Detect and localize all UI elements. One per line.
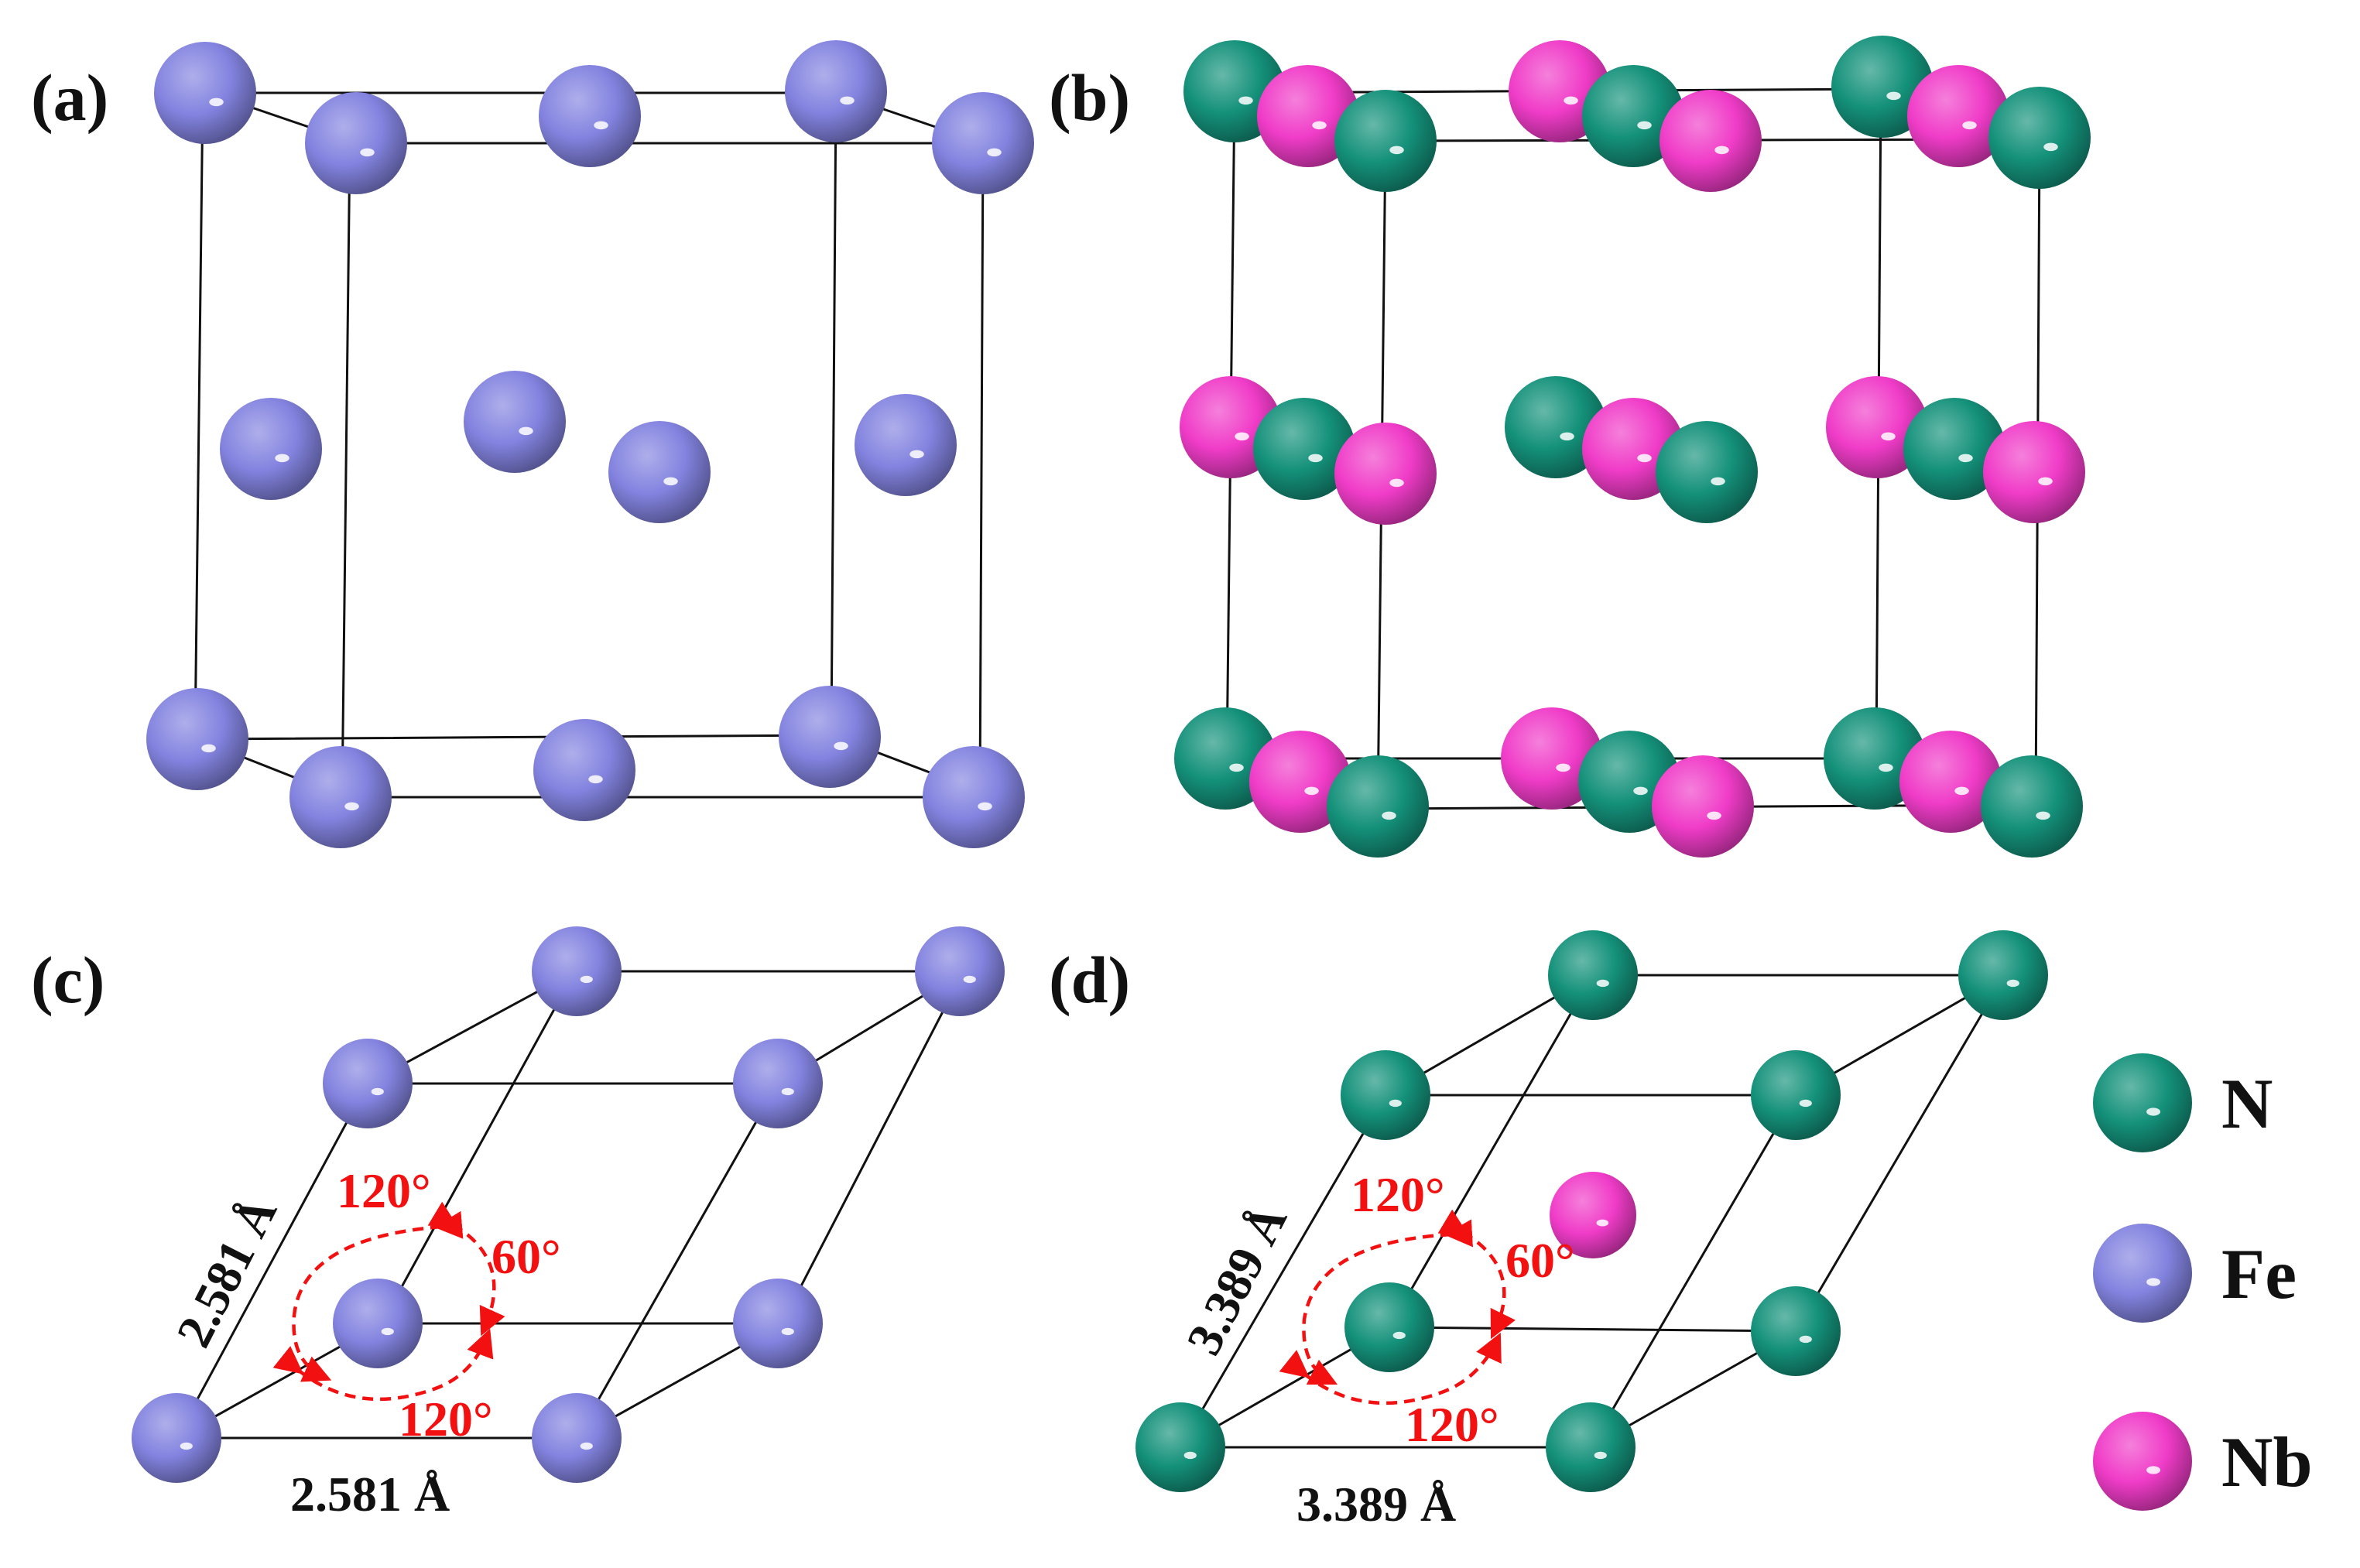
n-atom-b — [1656, 421, 1758, 523]
fe-atom-a — [785, 40, 887, 142]
fe-atom-a — [855, 394, 957, 496]
n-atom-d — [1341, 1050, 1430, 1140]
nb-atom-b — [1501, 707, 1603, 810]
panel-label-a: (a) — [31, 60, 108, 135]
nb-atom-b — [1652, 755, 1754, 858]
n-atom-b — [1981, 755, 2083, 858]
n-atom-d — [1958, 930, 2048, 1020]
nb-atom-b — [1907, 65, 2009, 167]
fe-atom-c — [532, 926, 622, 1016]
n-atom-d — [1751, 1050, 1841, 1140]
nb-atom-b — [1249, 731, 1351, 833]
angle-label-bottom-d: 120° — [1405, 1397, 1499, 1452]
nb-atom-b — [1899, 731, 2002, 833]
n-atom-b — [1582, 65, 1684, 167]
fe-atom-a — [533, 719, 635, 821]
angle-label-bottom-c: 120° — [399, 1392, 493, 1446]
nb-atom-b — [1660, 90, 1762, 192]
n-atom-b — [1988, 87, 2091, 189]
fe-atom-a — [923, 746, 1025, 848]
n-atom-b — [1334, 90, 1437, 192]
fe-atom-a — [146, 688, 248, 790]
dimension-label-bottom-d: 3.389 Å — [1296, 1477, 1456, 1532]
n-atom-d — [1546, 1402, 1636, 1492]
angle-label-top-d: 120° — [1351, 1167, 1445, 1222]
nb-atom-b — [1826, 376, 1928, 478]
fe-atom-a — [289, 746, 392, 848]
legend-label-nb: Nb — [2221, 1422, 2313, 1501]
panel-label-d: (d) — [1049, 943, 1130, 1017]
panel-label-b: (b) — [1049, 60, 1130, 135]
fe-atom-c — [733, 1279, 823, 1368]
angle-label-top-c: 120° — [337, 1163, 431, 1218]
angle-arc-120-top-d — [1302, 1219, 1473, 1385]
fe-atom-a — [464, 371, 566, 473]
angle-arc-120-bottom-c — [272, 1328, 494, 1402]
fe-atom-a — [154, 42, 256, 144]
atoms-layer — [132, 36, 2091, 1492]
dimension-label-side-c: 2.581 Å — [166, 1188, 287, 1355]
nb-atom-b — [1257, 65, 1359, 167]
legend-swatch-fe — [2093, 1224, 2192, 1323]
n-atom-b — [1903, 398, 2005, 500]
fe-atom-c — [915, 926, 1005, 1016]
n-atom-b — [1505, 376, 1607, 478]
fe-atom-c — [532, 1393, 622, 1483]
angle-label-right-d: 60° — [1505, 1233, 1575, 1288]
n-atom-d — [1135, 1402, 1225, 1492]
legend-label-fe: Fe — [2221, 1234, 2297, 1313]
n-atom-d — [1344, 1282, 1434, 1372]
fe-atom-c — [132, 1393, 221, 1483]
n-atom-b — [1327, 755, 1429, 858]
n-atom-d — [1548, 930, 1638, 1020]
panel-label-c: (c) — [31, 943, 104, 1017]
n-atom-d — [1751, 1286, 1841, 1376]
rhombohedral-cell-edges-c — [175, 970, 968, 1440]
fe-atom-a — [608, 421, 711, 523]
legend-swatch-n — [2093, 1053, 2192, 1152]
nb-atom-d — [1550, 1172, 1636, 1258]
angle-arc-60-c — [427, 1201, 505, 1337]
dimension-label-bottom-c: 2.581 Å — [290, 1467, 450, 1522]
legend-swatch-nb — [2093, 1412, 2192, 1511]
legend-label-n: N — [2221, 1064, 2273, 1143]
nb-atom-b — [1334, 423, 1437, 525]
angle-label-right-c: 60° — [492, 1229, 561, 1284]
angle-arc-60-d — [1437, 1209, 1516, 1340]
fe-atom-c — [733, 1039, 823, 1128]
nb-atom-b — [1983, 421, 2085, 523]
fe-atom-a — [539, 65, 641, 167]
fe-atom-a — [305, 92, 407, 194]
fe-atom-a — [220, 398, 322, 500]
fe-atom-a — [932, 92, 1034, 194]
fe-atom-a — [779, 686, 881, 788]
fe-atom-c — [333, 1279, 423, 1368]
angle-arc-120-bottom-d — [1279, 1332, 1502, 1405]
fe-atom-c — [323, 1039, 413, 1128]
n-atom-b — [1253, 398, 1355, 500]
